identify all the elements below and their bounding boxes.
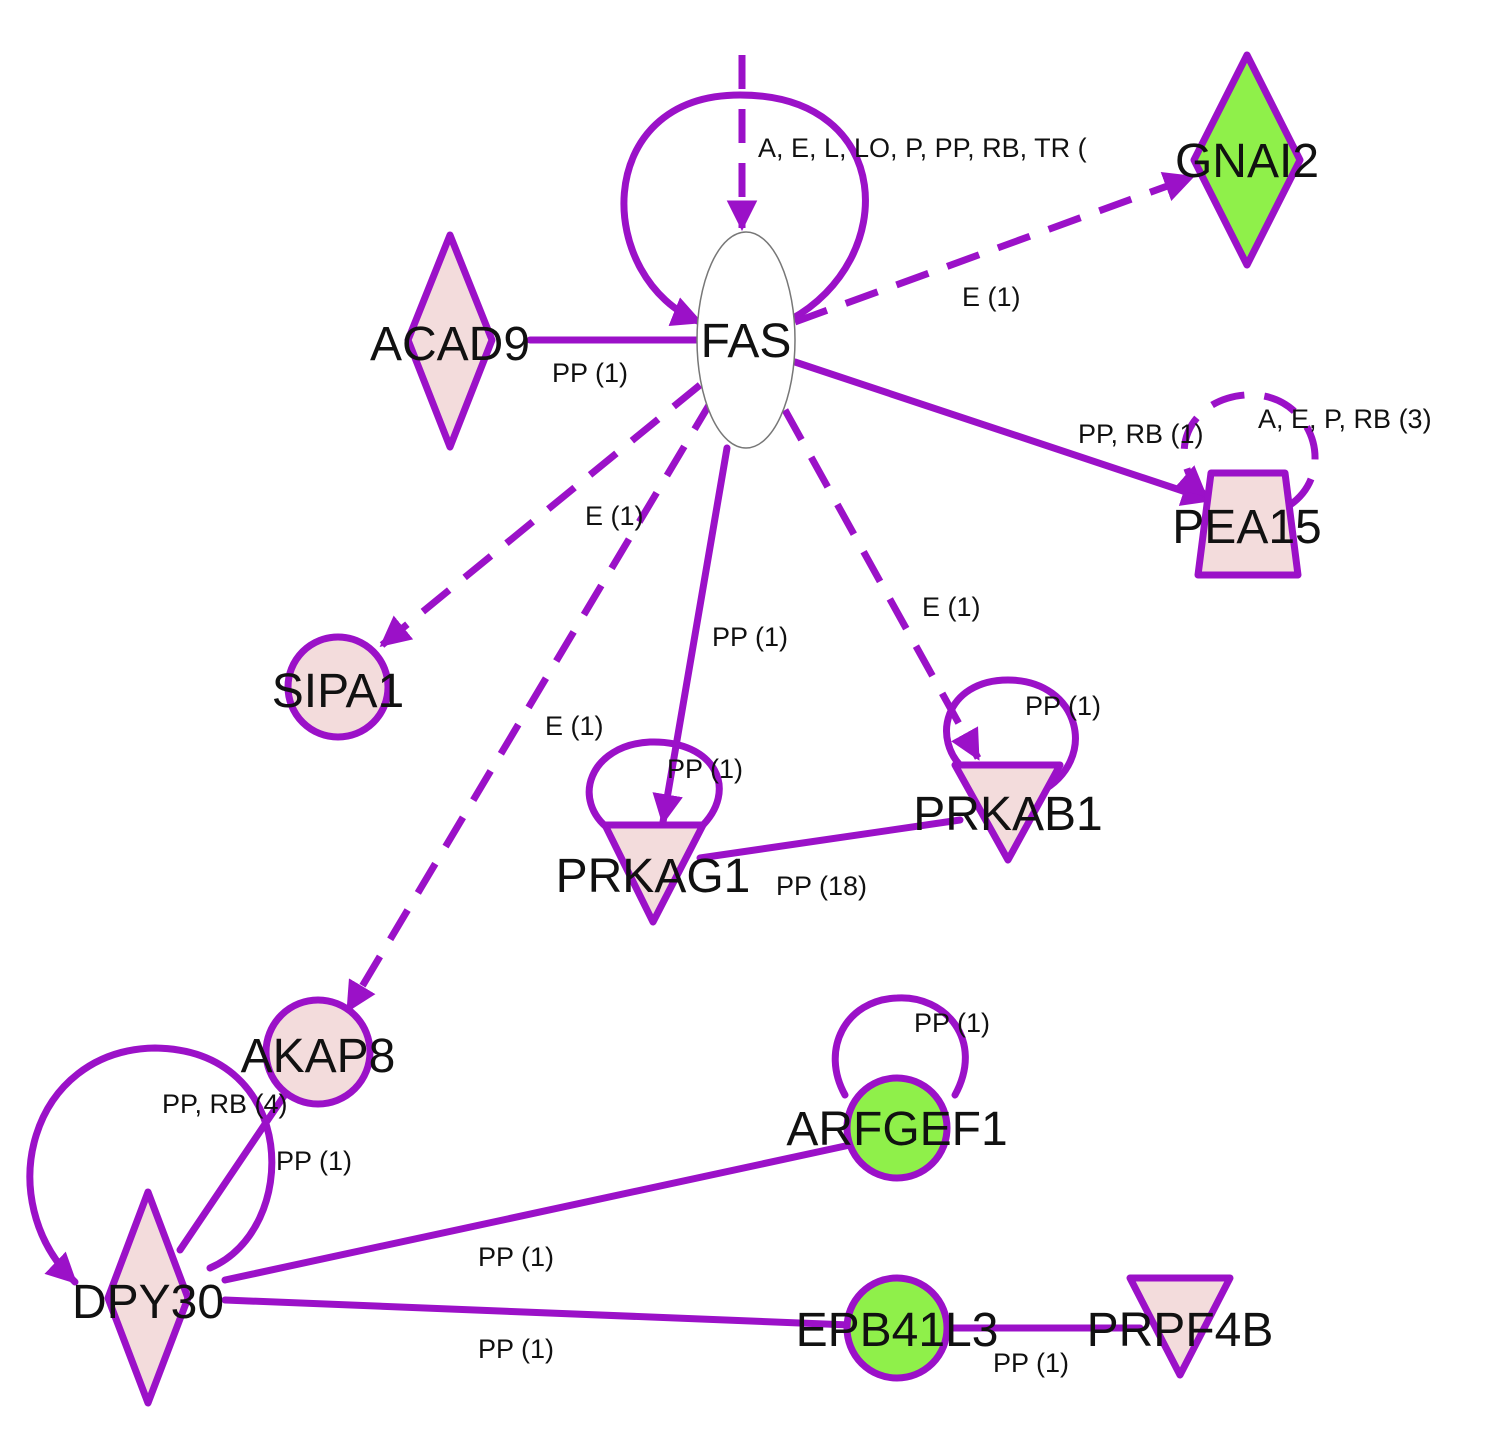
node-labels: FAS GNAI2 ACAD9 PEA15 SIPA1 PRKAB1 PRKAG… [72, 135, 1322, 1357]
prkab1-label: PRKAB1 [913, 788, 1102, 841]
edge-fas-prkab1 [781, 408, 982, 761]
edge-label-epb41l3-prpf4b: PP (1) [993, 1348, 1069, 1378]
edge-arfgef1-self [831, 994, 969, 1099]
pea15-label: PEA15 [1172, 501, 1321, 554]
edge-dpy30-arfgef1 [221, 1141, 854, 1284]
gnai2-label: GNAI2 [1175, 135, 1319, 188]
acad9-node[interactable] [404, 231, 496, 451]
edge-prkag1-self [585, 738, 723, 834]
dpy30-node[interactable] [104, 1188, 192, 1407]
prpf4b-node[interactable] [1126, 1274, 1234, 1379]
arfgef1-node[interactable] [843, 1074, 951, 1182]
nodes-layer [104, 51, 1304, 1407]
akap8-node[interactable] [262, 996, 374, 1108]
fas-node[interactable] [696, 231, 796, 449]
edge-akap8-dpy30 [176, 1086, 292, 1254]
edge-label-fas-prkag1: PP (1) [712, 622, 788, 652]
edge-label-akap8-dpy30: PP (1) [276, 1146, 352, 1176]
edge-label-fas-prkab1: E (1) [922, 592, 981, 622]
prkag1-label: PRKAG1 [556, 850, 751, 903]
edge-label-acad9-fas: PP (1) [552, 358, 628, 388]
edge-prkag1-prkab1 [696, 816, 964, 862]
gnai2-node[interactable] [1190, 51, 1304, 269]
edge-label-dpy30-epb41l3: PP (1) [478, 1334, 554, 1364]
acad9-label: ACAD9 [370, 318, 530, 371]
edges-layer [26, 55, 1319, 1332]
edge-prkab1-self [943, 676, 1079, 796]
edge-label-arfgef1-self: PP (1) [914, 1008, 990, 1038]
edge-fas-gnai2 [793, 172, 1195, 326]
edge-label-dpy30-self: PP, RB (4) [162, 1089, 288, 1119]
arfgef1-label: ARFGEF1 [786, 1103, 1007, 1156]
epb41l3-label: EPB41L3 [796, 1304, 999, 1357]
edge-fas-sipa1 [379, 382, 703, 648]
edge-label-prkag1-prkab1: PP (18) [776, 871, 867, 901]
edge-fas-pea15 [791, 358, 1214, 506]
edge-label-fas-pea15: PP, RB (1) [1078, 419, 1204, 449]
fas-label: FAS [701, 315, 792, 368]
edge-label-dpy30-arfgef1: PP (1) [478, 1242, 554, 1272]
edge-label-prkab1-self: PP (1) [1025, 691, 1101, 721]
edge-fas-self [620, 91, 869, 326]
edge-label-pea15-self: A, E, P, RB (3) [1258, 404, 1432, 434]
sipa1-label: SIPA1 [272, 665, 405, 718]
pea15-node[interactable] [1194, 469, 1302, 579]
edge-label-fas-gnai2-e: E (1) [962, 282, 1021, 312]
edge-dpy30-epb41l3 [221, 1296, 854, 1329]
prkag1-node[interactable] [601, 821, 707, 926]
edge-fas-akap8 [344, 398, 716, 1013]
edge-labels: A, E, L, LO, P, PP, RB, TR ( E (1) PP (1… [162, 133, 1432, 1378]
sipa1-node[interactable] [284, 633, 392, 741]
edge-label-prkag1-self: PP (1) [667, 754, 743, 784]
edge-label-fas-akap8: E (1) [545, 711, 604, 741]
epb41l3-node[interactable] [843, 1274, 951, 1382]
akap8-label: AKAP8 [241, 1030, 396, 1083]
prkab1-node[interactable] [951, 761, 1064, 864]
edge-label-fas-sipa1: E (1) [585, 501, 644, 531]
prpf4b-label: PRPF4B [1087, 1304, 1274, 1357]
edge-fas-prkag1 [652, 444, 731, 826]
dpy30-label: DPY30 [72, 1276, 224, 1329]
edge-label-fas-gnai2: A, E, L, LO, P, PP, RB, TR ( [758, 133, 1087, 163]
edge-dpy30-self [26, 1044, 276, 1286]
